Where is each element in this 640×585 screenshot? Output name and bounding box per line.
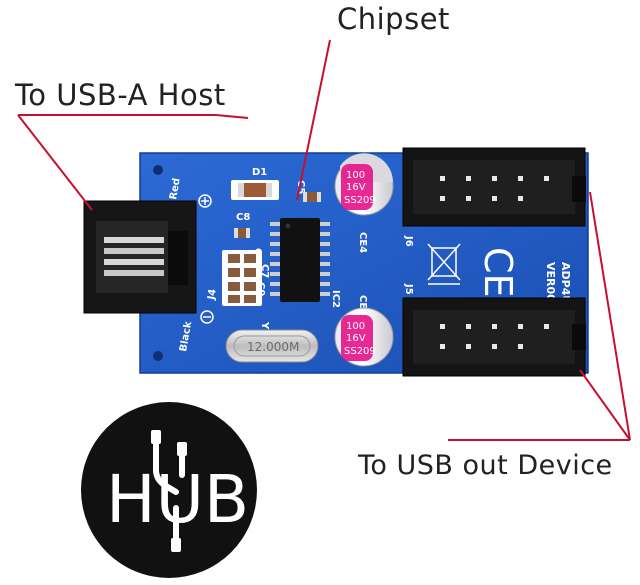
silk-c8: C8 — [236, 212, 250, 223]
electrolytic-cap-ce4: 100 16V SS209 — [334, 153, 394, 216]
crystal-label: 12.000M — [247, 340, 299, 354]
silk-j4: J4 — [206, 288, 219, 301]
silk-d1: D1 — [252, 167, 267, 178]
silk-symbols — [198, 194, 461, 324]
usb-out-header-j6 — [402, 147, 586, 227]
hub-logo-text: HUB — [106, 461, 249, 538]
chipset-ic — [270, 218, 330, 302]
usb-a-host-label: To USB-A Host — [15, 78, 226, 112]
ce4-text-2: 16V — [346, 182, 366, 193]
ce-mark: CE — [476, 247, 520, 298]
ce4-text-1: 100 — [346, 170, 365, 181]
silk-ce3: CE3 — [357, 295, 368, 316]
silk-black: Black — [178, 320, 194, 352]
ce3-text-2: 16V — [346, 333, 366, 344]
annotation-lines — [17, 39, 631, 441]
chipset-label: Chipset — [337, 2, 450, 36]
passive-array — [222, 250, 262, 306]
silk-j5: J5 — [403, 283, 414, 295]
electrolytic-cap-ce3: 100 16V SS209 — [334, 307, 394, 367]
crystal-oscillator: 12.000M — [225, 329, 319, 363]
silk-ce4: CE4 — [357, 232, 368, 253]
capacitor-c5 — [303, 192, 321, 202]
silk-red: Red — [168, 177, 183, 200]
silk-ic2: IC2 — [330, 290, 341, 308]
out-pointer-top — [589, 191, 631, 441]
capacitor-c8 — [234, 228, 250, 238]
hub-logo: HUB — [81, 402, 257, 578]
usb-a-host-connector — [83, 200, 197, 314]
ce4-text-3: SS209 — [344, 195, 376, 206]
ce3-text-3: SS209 — [344, 346, 376, 357]
out-pointer-bottom — [579, 369, 631, 441]
chipset-pointer — [296, 39, 331, 201]
silk-c7: C7 — [259, 264, 270, 278]
diode-d1 — [231, 180, 279, 200]
host-pointer — [18, 114, 249, 119]
host-pointer-leg — [17, 114, 93, 211]
usb-out-device-label: To USB out Device — [358, 450, 613, 481]
usb-out-header-j5 — [402, 297, 586, 377]
silk-j6: J6 — [403, 235, 414, 247]
weee-bin-icon — [427, 243, 461, 285]
ce3-text-1: 100 — [346, 321, 365, 332]
silk-y1: Y1 — [259, 321, 270, 336]
